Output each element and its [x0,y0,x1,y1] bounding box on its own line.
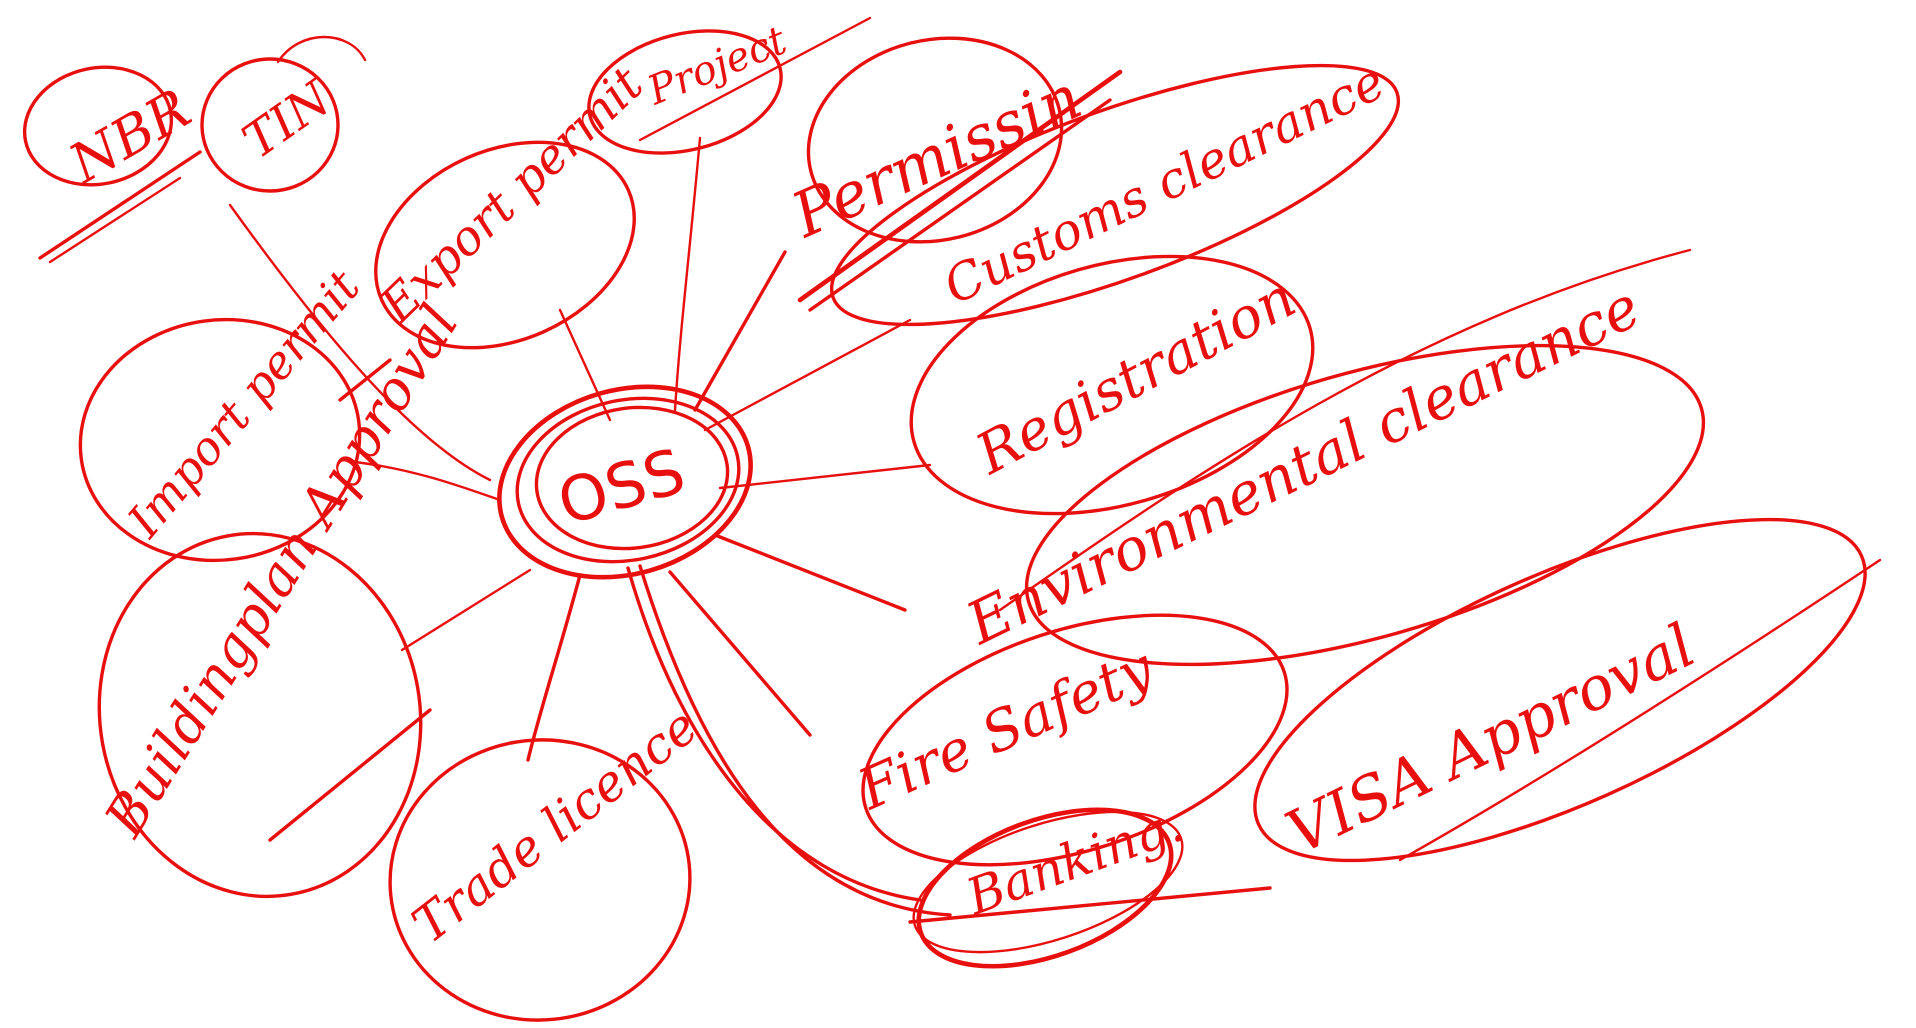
permission-bubble [806,36,1064,244]
environmental-label: Environmental clearance [955,273,1650,658]
permission-strike-line-2 [808,98,1112,312]
connector-trade [526,573,582,762]
tin-label: TIN [233,69,343,169]
tin-bubble-overstroke [276,35,367,64]
tin-bubble [200,57,340,193]
nbr-node: NBR [22,65,202,264]
customs-bubble [829,63,1401,327]
connector-banking [626,566,922,902]
connector-environmental [713,533,907,612]
oss-middle-ring [515,396,741,564]
trade-bubble [388,738,692,1022]
connector-registration [718,463,932,490]
building-underline [268,708,432,842]
export-bubble [374,140,636,350]
connector-permission [693,250,787,412]
oss-outer-ring [497,384,753,580]
import-bubble [78,317,362,563]
oss-label: OSS [550,434,693,539]
connector-fire [668,570,812,737]
environmental-bubble [1024,343,1706,667]
trade-node: Trade licence [388,697,709,1022]
nbr-strike-line [38,150,202,260]
project-underline [638,16,872,142]
visa-bubble [1253,517,1867,863]
connector-building [400,568,532,652]
tin-node: TIN [200,35,367,193]
banking-bubble-overstroke [912,810,1184,954]
permission-strike-line [797,69,1123,303]
nbr-strike-line-2 [48,176,182,264]
fire-bubble [861,613,1289,867]
oss-inner-ring [534,405,730,551]
connectors [228,136,1272,924]
visa-label: VISA Approval [1276,611,1706,869]
import-tick [338,358,392,402]
connector-project [673,136,702,412]
environmental-overstroke [998,248,1692,612]
building-bubble [97,531,423,899]
connector-tin [228,203,492,482]
registration-bubble [909,254,1315,516]
visa-overstroke [1398,558,1882,862]
banking-node: Banking. [912,795,1191,969]
nbr-bubble [22,65,174,187]
connector-export [558,308,612,422]
connector-import [353,460,502,502]
connector-visa [908,886,1272,924]
trade-label: Trade licence [402,697,709,954]
banking-bubble [916,807,1174,969]
connector-customs [703,318,912,432]
fire-label: Fire Safety [848,635,1164,823]
connector-banking-2 [638,564,952,917]
oss-center-node: OSS [497,384,753,580]
visa-node: VISA Approval [1253,517,1882,869]
